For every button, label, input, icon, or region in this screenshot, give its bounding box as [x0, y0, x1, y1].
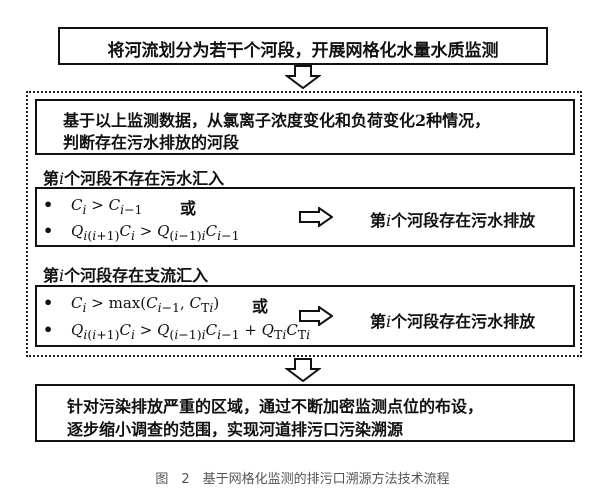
case1-box: • Ci > Ci−1 或 • Qi(i+1)Ci > Q(i−1)iCi−1 … — [35, 187, 575, 247]
bullet-dot: • — [43, 320, 54, 339]
case2-heading: 第i个河段存在支流汇入 — [43, 266, 209, 285]
case2-box: • Ci > max(Ci−1, CTi) 或 • Qi(i+1)Ci > Q(… — [35, 285, 575, 347]
case1-cond2: Qi(i+1)Ci > Q(i−1)iCi−1 — [71, 222, 240, 243]
case2-result: 第i个河段存在污水排放 — [370, 312, 536, 331]
bullet-dot: • — [43, 293, 54, 312]
bullet-dot: • — [43, 195, 54, 214]
case1-cond1: Ci > Ci−1 — [71, 196, 143, 217]
step3-line2: 逐步缩小调查的范围，实现河道排污口污染溯源 — [67, 420, 404, 439]
right-arrow-2 — [299, 306, 333, 326]
step3-line1: 针对污染排放严重的区域，通过不断加密监测点位的布设， — [67, 397, 484, 416]
case2-or: 或 — [252, 297, 269, 316]
right-arrow-1 — [299, 207, 333, 227]
figure-caption: 图 2 基于网格化监测的排污口溯源方法技术流程 — [155, 472, 450, 487]
step3-box: 针对污染排放严重的区域，通过不断加密监测点位的布设， 逐步缩小调查的范围，实现河… — [35, 384, 575, 442]
case1-or: 或 — [180, 199, 197, 218]
bullet-dot: • — [43, 221, 54, 240]
step1-text: 将河流划分为若干个河段，开展网格化水量水质监测 — [107, 41, 499, 61]
analysis-container — [26, 91, 582, 357]
case1-heading: 第i个河段不存在污水汇入 — [43, 169, 225, 188]
down-arrow-1 — [285, 65, 321, 89]
down-arrow-2 — [285, 358, 321, 382]
step1-box: 将河流划分为若干个河段，开展网格化水量水质监测 — [58, 27, 548, 65]
step2-line1: 基于以上监测数据，从氯离子浓度变化和负荷变化2种情况， — [63, 111, 491, 130]
case1-result: 第i个河段存在污水排放 — [370, 211, 536, 230]
case2-cond2: Qi(i+1)Ci > Q(i−1)iCi−1 + QTiCTi — [71, 321, 311, 342]
case2-cond1: Ci > max(Ci−1, CTi) — [71, 294, 220, 315]
step2-line2: 判断存在污水排放的河段 — [63, 133, 240, 152]
step2-box: 基于以上监测数据，从氯离子浓度变化和负荷变化2种情况， 判断存在污水排放的河段 — [35, 99, 575, 155]
